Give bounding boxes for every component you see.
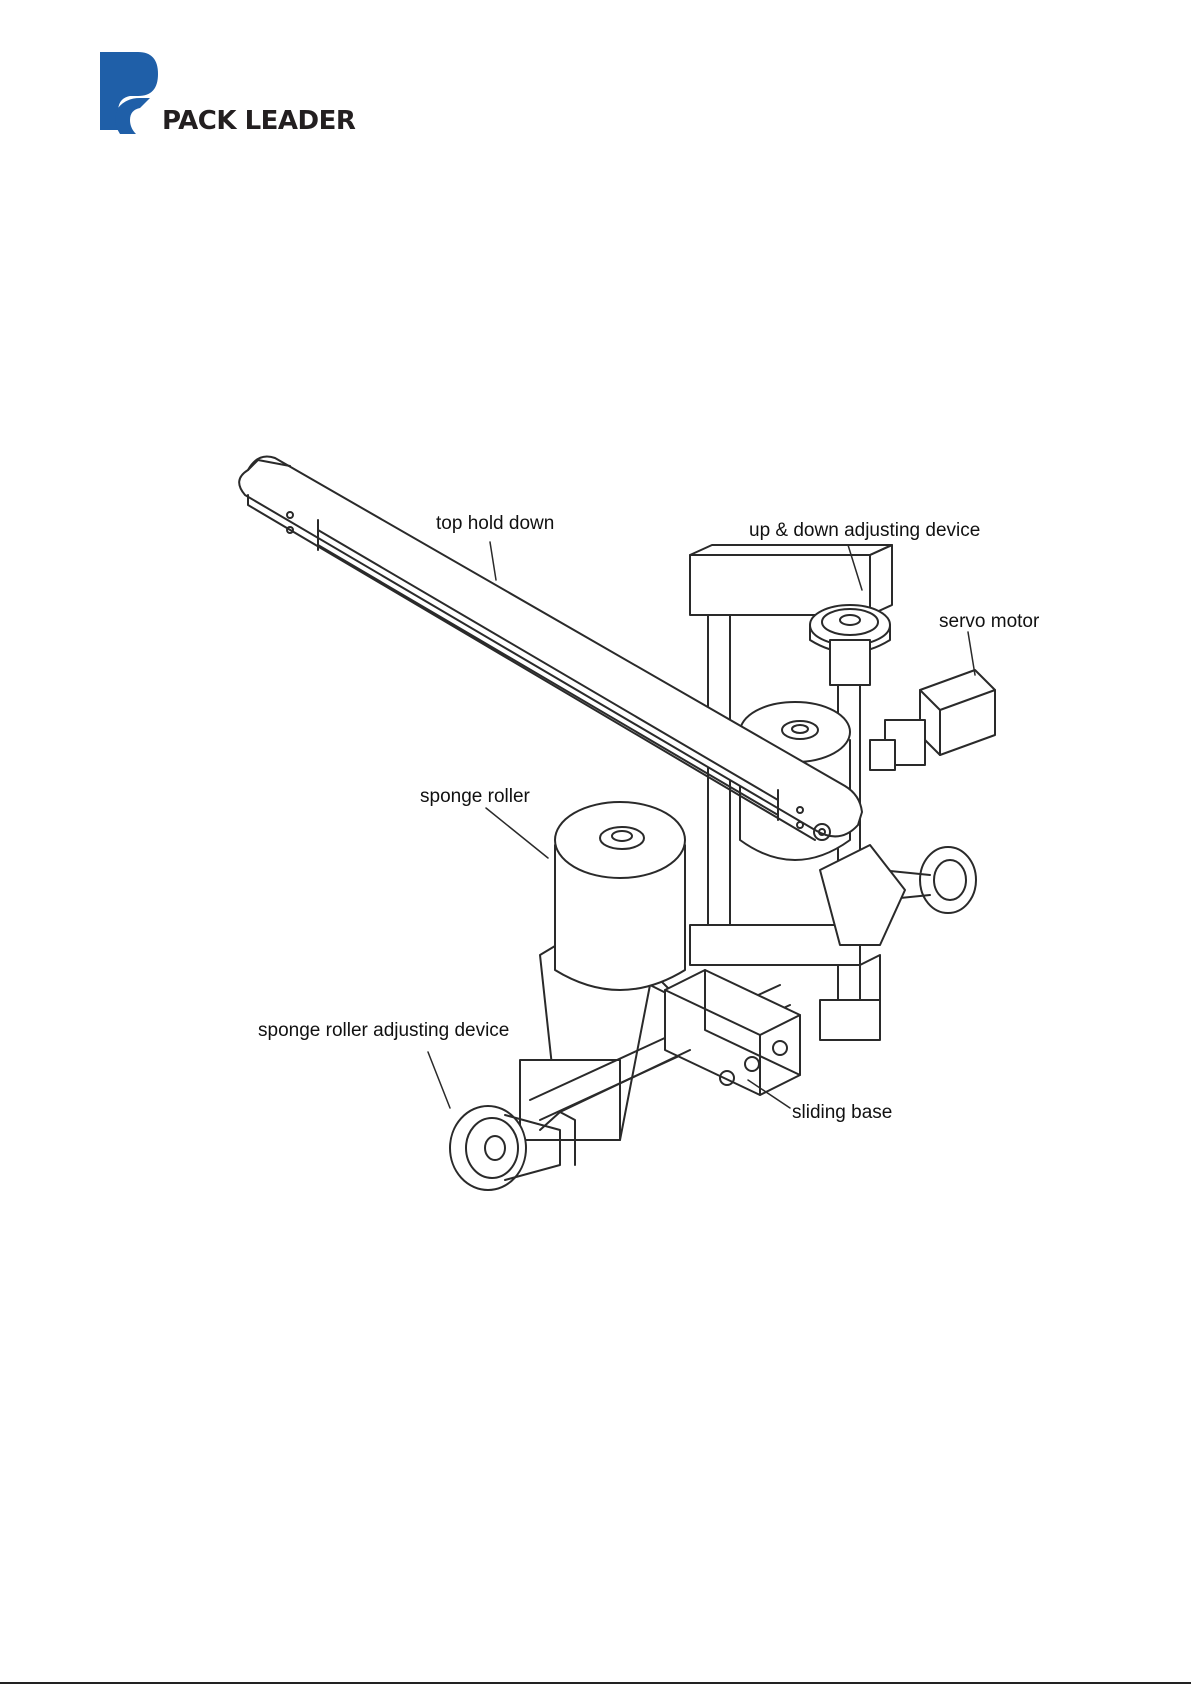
front-sponge-roller [555, 802, 685, 990]
label-up-down-adjusting-device: up & down adjusting device [749, 520, 980, 541]
up-down-handwheel [810, 605, 890, 685]
label-sliding-base: sliding base [792, 1102, 892, 1123]
servo-motor [870, 670, 995, 770]
label-sponge-roller: sponge roller [420, 786, 531, 807]
label-sponge-roller-adjusting-device: sponge roller adjusting device [258, 1020, 509, 1041]
label-servo-motor: servo motor [939, 611, 1040, 632]
sliding-base-block [665, 970, 800, 1095]
rear-adjusting-handwheel [820, 845, 976, 945]
label-top-hold-down: top hold down [436, 513, 554, 534]
page-bottom-rule [0, 1682, 1191, 1684]
